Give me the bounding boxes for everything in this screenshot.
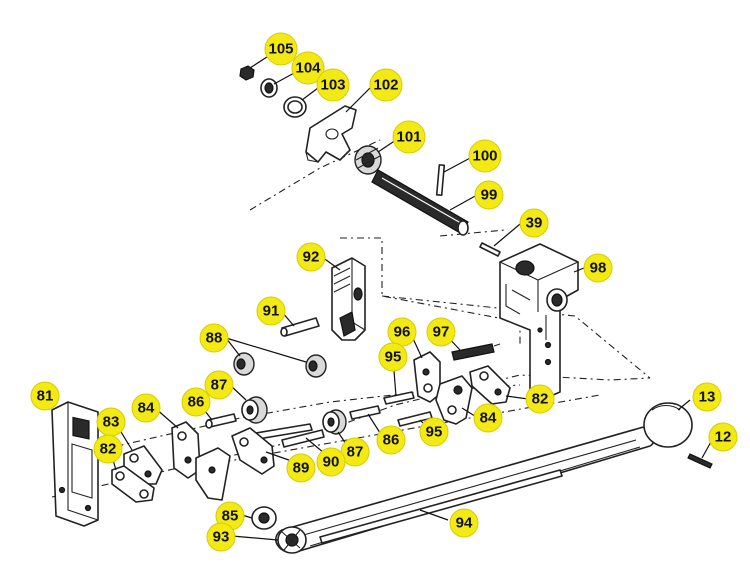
svg-text:82: 82	[532, 391, 549, 408]
svg-text:86: 86	[383, 432, 400, 449]
svg-text:105: 105	[268, 41, 293, 58]
link-96	[413, 351, 441, 403]
bushing-87b	[322, 409, 347, 435]
svg-text:84: 84	[138, 400, 155, 417]
link-82b	[469, 365, 511, 405]
plate-85	[195, 447, 231, 501]
callout-94: 94	[449, 508, 479, 538]
nut-105	[239, 65, 255, 81]
spring-97	[451, 343, 501, 361]
lever-84b	[435, 375, 473, 425]
callout-93: 93	[206, 522, 236, 552]
callout-86-right: 86	[376, 425, 406, 455]
callout-89: 89	[286, 453, 316, 483]
pin-39	[479, 242, 501, 257]
svg-text:102: 102	[373, 77, 398, 94]
pin-100	[435, 164, 446, 197]
callout-84-left: 84	[131, 393, 161, 423]
bushing-87a	[241, 396, 268, 424]
callout-90: 90	[316, 447, 346, 477]
shaft-99	[371, 169, 469, 236]
svg-text:91: 91	[263, 303, 280, 320]
callout-99: 99	[474, 180, 504, 210]
svg-text:88: 88	[206, 330, 223, 347]
svg-text:100: 100	[472, 148, 497, 165]
knob-13	[643, 402, 693, 448]
svg-text:86: 86	[188, 394, 205, 411]
svg-text:89: 89	[293, 460, 310, 477]
callout-97: 97	[426, 317, 456, 347]
svg-text:99: 99	[481, 187, 498, 204]
pin-91	[280, 317, 320, 337]
callout-100: 100	[468, 139, 502, 173]
collar-85	[251, 506, 277, 530]
svg-text:39: 39	[526, 215, 543, 232]
gear-101	[354, 145, 382, 175]
ring-103	[283, 96, 307, 118]
svg-text:84: 84	[480, 410, 497, 427]
housing-98	[499, 243, 579, 399]
callout-95-bottom: 95	[419, 417, 449, 447]
callout-82-right: 82	[525, 384, 555, 414]
svg-text:97: 97	[433, 324, 450, 341]
pin-90	[281, 429, 325, 448]
callout-88: 88	[199, 323, 229, 353]
handle-94	[275, 426, 655, 554]
callout-95-top: 95	[378, 342, 408, 372]
lever-89-plate	[231, 427, 275, 475]
bracket-102	[305, 105, 357, 163]
pin-12	[687, 453, 713, 469]
svg-text:93: 93	[213, 529, 230, 546]
svg-text:95: 95	[426, 424, 443, 441]
callout-105: 105	[264, 32, 298, 66]
hub-93	[277, 526, 307, 554]
pin-95a	[383, 391, 415, 405]
callout-91: 91	[256, 296, 286, 326]
svg-text:95: 95	[385, 349, 402, 366]
roller-88a	[233, 352, 255, 376]
pin-86b	[349, 405, 381, 420]
svg-text:98: 98	[590, 260, 607, 277]
callout-39: 39	[519, 208, 549, 238]
svg-text:101: 101	[396, 129, 421, 146]
callout-102: 102	[369, 68, 403, 102]
callout-13: 13	[692, 382, 722, 412]
svg-text:83: 83	[103, 414, 120, 431]
roller-88b	[305, 354, 327, 378]
callout-96: 96	[387, 317, 417, 347]
svg-text:104: 104	[295, 60, 321, 77]
callout-81: 81	[30, 381, 60, 411]
svg-text:103: 103	[320, 77, 345, 94]
callout-12: 12	[708, 422, 738, 452]
callout-83: 83	[96, 407, 126, 437]
callout-82-left: 82	[93, 434, 123, 464]
callouts: 105 104 103 102 101 100 99 39	[30, 32, 738, 552]
svg-text:82: 82	[100, 441, 117, 458]
block-92	[331, 257, 366, 341]
svg-text:13: 13	[699, 389, 716, 406]
svg-text:92: 92	[303, 249, 320, 266]
callout-103: 103	[316, 68, 350, 102]
callout-86-left: 86	[181, 387, 211, 417]
svg-text:85: 85	[222, 508, 239, 525]
washer-104	[260, 78, 278, 98]
svg-text:96: 96	[394, 324, 411, 341]
svg-text:90: 90	[323, 454, 340, 471]
svg-text:94: 94	[456, 515, 473, 532]
svg-text:12: 12	[715, 429, 732, 446]
callout-101: 101	[392, 120, 426, 154]
svg-text:87: 87	[211, 377, 228, 394]
callout-87-left: 87	[204, 370, 234, 400]
callout-104: 104	[291, 51, 325, 85]
plate-81	[51, 401, 99, 527]
callout-92: 92	[296, 242, 326, 272]
pin-86a	[205, 413, 237, 429]
callout-98: 98	[583, 253, 613, 283]
callout-84-right: 84	[473, 403, 503, 433]
svg-text:81: 81	[37, 388, 54, 405]
link-82a	[111, 465, 155, 503]
svg-text:87: 87	[347, 444, 364, 461]
